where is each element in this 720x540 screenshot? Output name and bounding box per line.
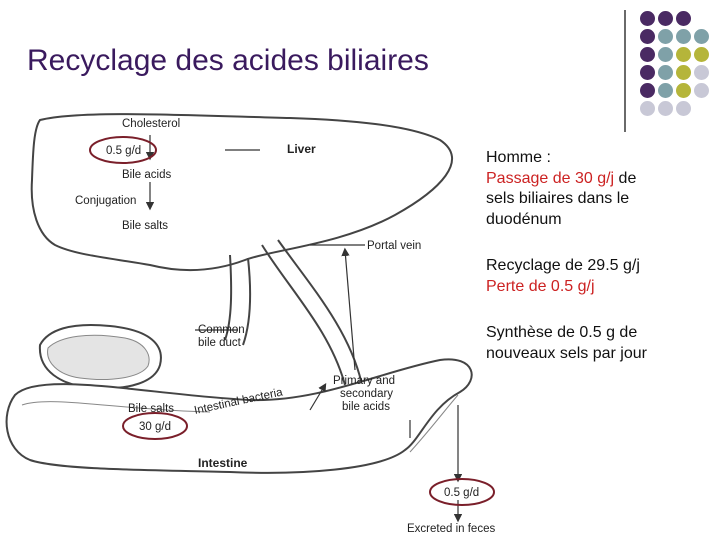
- decorative-dot: [694, 47, 709, 62]
- portal-vein-line: [261, 244, 346, 386]
- decorative-dot: [640, 29, 655, 44]
- synthesis-value: 0.5 g/d: [106, 145, 141, 157]
- excreted-highlight-ellipse: [429, 478, 495, 506]
- homme-text: Homme :: [486, 149, 551, 166]
- perte-text: Perte de 0.5 g/j: [486, 277, 595, 295]
- decorative-dot: [640, 83, 655, 98]
- decorative-dot: [658, 83, 673, 98]
- bile-duct-line: [224, 254, 233, 341]
- decorative-dot: [676, 65, 691, 80]
- pool-highlight-ellipse: [122, 412, 188, 440]
- passage-highlight: Passage de 30 g/j: [486, 169, 615, 187]
- decorative-dot: [676, 11, 691, 26]
- decorative-dot: [694, 83, 709, 98]
- decorative-dot: [676, 29, 691, 44]
- synthesis-note: Synthèse de 0.5 g de nouveaux sels par j…: [486, 323, 706, 364]
- decorative-dot: [694, 29, 709, 44]
- slide-title: Recyclage des acides biliaires: [27, 44, 429, 77]
- liver-shape: [30, 113, 453, 271]
- passage-text-1: de: [614, 169, 637, 187]
- notes-panel: Homme : Passage de 30 g/j de sels biliai…: [486, 148, 706, 390]
- decorative-dot: [676, 47, 691, 62]
- passage-text-3: duodénum: [486, 210, 562, 228]
- passage-text-2: sels biliaires dans le: [486, 190, 630, 207]
- portal-vein-line-2: [277, 239, 363, 386]
- decorative-dot: [676, 83, 691, 98]
- decorative-dot: [658, 29, 673, 44]
- pool-value: 30 g/d: [139, 421, 171, 433]
- passage-note: Homme : Passage de 30 g/j de sels biliai…: [486, 148, 706, 230]
- bile-salts-bottom-label: Bile salts: [128, 403, 174, 415]
- synthese-text-2: nouveaux sels par jour: [486, 344, 647, 362]
- cholesterol-label: Cholesterol: [122, 118, 180, 130]
- decorative-dot: [640, 101, 655, 116]
- decorative-dot: [658, 65, 673, 80]
- decorative-dot: [640, 65, 655, 80]
- decorative-dot: [658, 11, 673, 26]
- conjugation-label: Conjugation: [75, 195, 136, 207]
- primary-secondary-label-2: secondary: [340, 388, 393, 400]
- decorative-dot: [676, 101, 691, 116]
- excreted-value: 0.5 g/d: [444, 487, 479, 499]
- decorative-dot: [658, 47, 673, 62]
- divider-line: [624, 10, 626, 132]
- bile-duct-line-2: [242, 257, 252, 346]
- decorative-dot: [694, 65, 709, 80]
- decorative-dot: [658, 101, 673, 116]
- decorative-dot: [640, 11, 655, 26]
- synthese-text-1: Synthèse de 0.5 g de: [486, 324, 638, 341]
- bile-acids-label: Bile acids: [122, 169, 171, 181]
- liver-label: Liver: [287, 142, 316, 156]
- synthesis-highlight-ellipse: [89, 136, 157, 164]
- recycling-note: Recyclage de 29.5 g/j Perte de 0.5 g/j: [486, 256, 706, 297]
- recyclage-text: Recyclage de 29.5 g/j: [486, 257, 640, 274]
- bile-salts-top-label: Bile salts: [122, 220, 168, 232]
- intestine-shape: [5, 358, 473, 474]
- intestine-label: Intestine: [198, 456, 248, 470]
- common-bile-duct-label-2: bile duct: [198, 337, 242, 349]
- portal-vein-label: Portal vein: [367, 240, 421, 252]
- decorative-dot: [640, 47, 655, 62]
- bile-acid-diagram: Cholesterol Liver Bile acids Conjugation…: [5, 113, 495, 535]
- excreted-label: Excreted in feces: [407, 523, 495, 535]
- common-bile-duct-label-1: Common: [198, 324, 245, 336]
- primary-secondary-label-3: bile acids: [342, 401, 390, 413]
- primary-secondary-label-1: Primary and: [333, 375, 395, 387]
